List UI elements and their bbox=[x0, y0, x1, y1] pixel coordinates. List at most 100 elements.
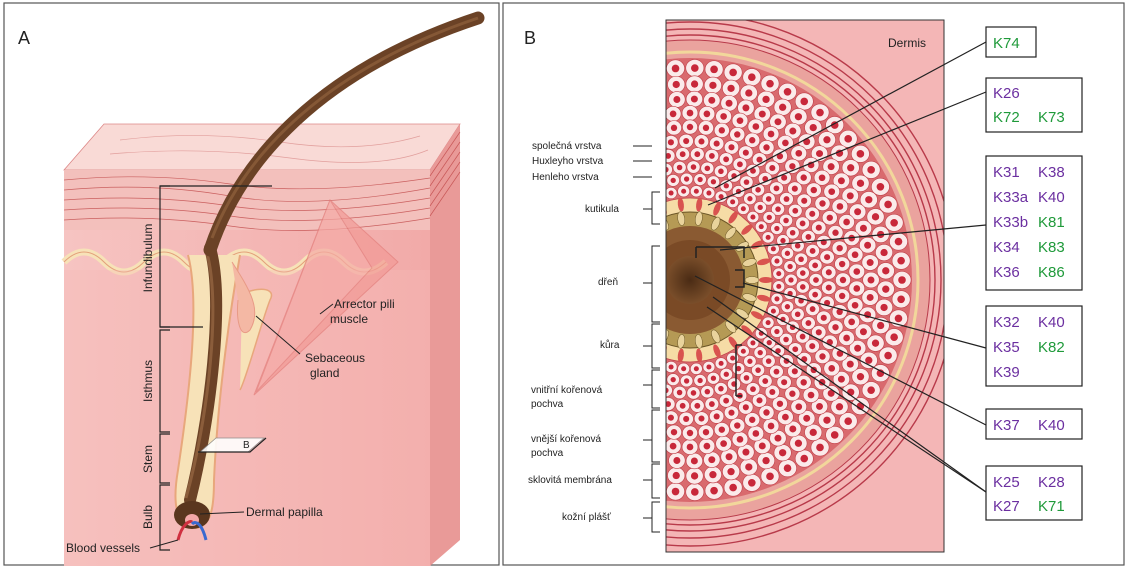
cell-nucleus bbox=[766, 320, 771, 325]
cell-nucleus bbox=[724, 372, 729, 377]
cell-nucleus bbox=[800, 334, 806, 340]
cell-nucleus bbox=[795, 403, 802, 410]
section-marker-label: B bbox=[243, 440, 250, 451]
cell-nucleus bbox=[823, 136, 830, 143]
cell-nucleus bbox=[763, 144, 769, 150]
cell-nucleus bbox=[795, 150, 802, 157]
cell-nucleus bbox=[737, 436, 744, 443]
cell-nucleus bbox=[860, 328, 867, 335]
cell-nucleus bbox=[782, 140, 789, 147]
keratin-label: K71 bbox=[1038, 498, 1065, 515]
keratin-label: K35 bbox=[993, 339, 1020, 356]
cell-nucleus bbox=[671, 125, 677, 131]
keratin-label: K72 bbox=[993, 109, 1020, 126]
panel-b: B Dermis společná vrstva Huxleyho vrstva… bbox=[424, 3, 1124, 565]
cell-nucleus bbox=[777, 401, 783, 407]
cell-nucleus bbox=[897, 295, 905, 303]
cell-nucleus bbox=[704, 443, 711, 450]
cell-nucleus bbox=[672, 488, 680, 496]
cell-nucleus bbox=[734, 131, 740, 137]
cell-nucleus bbox=[705, 166, 711, 172]
cell-nucleus bbox=[681, 189, 686, 194]
cell-nucleus bbox=[684, 176, 689, 181]
cell-nucleus bbox=[872, 340, 879, 347]
cell-nucleus bbox=[800, 270, 806, 276]
cell-nucleus bbox=[771, 309, 776, 314]
cell-nucleus bbox=[867, 294, 874, 301]
cell-nucleus bbox=[743, 150, 749, 156]
cell-nucleus bbox=[750, 386, 756, 392]
keratin-label: K33b bbox=[993, 214, 1028, 231]
cell-nucleus bbox=[880, 304, 887, 311]
cell-nucleus bbox=[749, 417, 755, 423]
cell-nucleus bbox=[800, 98, 808, 106]
cell-nucleus bbox=[774, 185, 780, 191]
cell-nucleus bbox=[698, 138, 704, 144]
keratin-label: K73 bbox=[1038, 109, 1065, 126]
label-arrector-line2: muscle bbox=[330, 312, 368, 326]
label-vnejsi-line1: vnější kořenová bbox=[531, 434, 601, 445]
cell-nucleus bbox=[853, 268, 860, 275]
cell-nucleus bbox=[872, 213, 879, 220]
cell-nucleus bbox=[823, 417, 830, 424]
cell-nucleus bbox=[857, 180, 864, 187]
zone-stem: Stem bbox=[141, 445, 155, 473]
cell-nucleus bbox=[847, 192, 854, 199]
cell-nucleus bbox=[742, 449, 749, 456]
cell-nucleus bbox=[803, 415, 810, 422]
cell-nucleus bbox=[766, 235, 771, 240]
cell-nucleus bbox=[749, 137, 755, 143]
cell-nucleus bbox=[714, 141, 720, 147]
cell-nucleus bbox=[785, 251, 790, 256]
cell-nucleus bbox=[826, 269, 832, 275]
cell-nucleus bbox=[753, 430, 760, 437]
cell-nucleus bbox=[709, 153, 715, 159]
cell-nucleus bbox=[857, 373, 864, 380]
cell-nucleus bbox=[680, 403, 686, 409]
cell-nucleus bbox=[781, 379, 787, 385]
cell-nucleus bbox=[766, 196, 772, 202]
cell-nucleus bbox=[691, 64, 699, 72]
cell-nucleus bbox=[727, 85, 734, 92]
cell-nucleus bbox=[708, 456, 715, 463]
cell-nucleus bbox=[783, 337, 789, 343]
cell-nucleus bbox=[854, 345, 861, 352]
label-kura: kůra bbox=[600, 339, 620, 351]
cell-nucleus bbox=[720, 440, 727, 447]
cell-nucleus bbox=[848, 319, 855, 326]
keratin-label: K81 bbox=[1038, 214, 1065, 231]
cell-nucleus bbox=[706, 191, 711, 196]
keratin-box-3: K31 K38 K33a K40 K33b K81 K34 K83 K36 K8… bbox=[986, 156, 1082, 290]
zone-bulb: Bulb bbox=[141, 505, 155, 529]
cell-nucleus bbox=[792, 346, 798, 352]
cell-nucleus bbox=[691, 96, 698, 103]
cell-nucleus bbox=[774, 296, 779, 301]
cell-nucleus bbox=[827, 215, 833, 221]
cell-nucleus bbox=[710, 66, 718, 74]
label-dren: dřeň bbox=[598, 277, 618, 288]
cell-nucleus bbox=[769, 165, 775, 171]
cell-nucleus bbox=[744, 375, 750, 381]
keratin-label: K27 bbox=[993, 498, 1020, 515]
cell-nucleus bbox=[703, 125, 709, 131]
cell-nucleus bbox=[668, 139, 674, 145]
cell-nucleus bbox=[726, 453, 733, 460]
cell-nucleus bbox=[673, 81, 680, 88]
cell-nucleus bbox=[784, 88, 792, 96]
label-spolecna-vrstva: společná vrstva bbox=[532, 141, 602, 152]
panel-b-letter: B bbox=[524, 28, 536, 48]
cell-nucleus bbox=[698, 415, 704, 421]
cell-nucleus bbox=[756, 157, 762, 163]
cell-nucleus bbox=[811, 187, 817, 193]
cell-nucleus bbox=[671, 178, 676, 183]
cell-nucleus bbox=[847, 164, 854, 171]
cell-nucleus bbox=[819, 353, 825, 359]
cell-nucleus bbox=[673, 457, 680, 464]
cell-nucleus bbox=[819, 200, 825, 206]
cell-nucleus bbox=[767, 215, 772, 220]
cell-nucleus bbox=[844, 135, 852, 143]
cell-nucleus bbox=[718, 169, 724, 175]
cell-nucleus bbox=[753, 123, 760, 130]
cell-nucleus bbox=[703, 429, 709, 435]
cell-nucleus bbox=[762, 378, 768, 384]
